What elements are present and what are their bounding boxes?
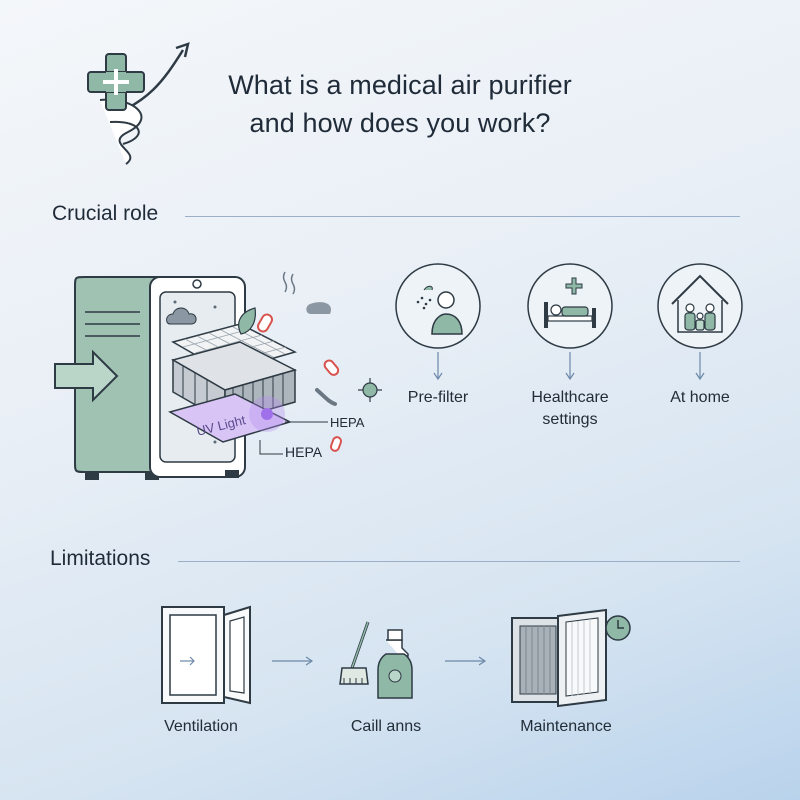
arrow-down-icon [433, 352, 443, 381]
arrow-right-icon [445, 656, 487, 666]
role-label-at-home: At home [670, 389, 730, 406]
open-window-icon [161, 605, 251, 705]
section-divider [185, 216, 740, 217]
medical-logo-icon [87, 42, 190, 165]
arrow-down-icon [565, 352, 575, 381]
arrow-right-icon [272, 656, 314, 666]
limitation-label-ventilation: Ventilation [164, 718, 238, 735]
role-label-healthcare: Healthcare settings [531, 389, 609, 428]
person-breathing-icon [395, 263, 481, 349]
section-title-limitations: Limitations [50, 547, 151, 570]
limitation-label-cleaning: Caill anns [350, 718, 422, 735]
dirty-filter-icon [511, 608, 631, 708]
air-purifier-illustration [54, 271, 382, 480]
section-title-crucial-role: Crucial role [52, 202, 159, 225]
hepa-label-lower: HEPA [285, 444, 323, 460]
arrow-down-icon [695, 352, 705, 381]
role-label-pre-filter: Pre-filter [407, 389, 469, 406]
house-family-icon [657, 263, 743, 349]
title-line-2: and how does you work? [249, 108, 551, 138]
hospital-bed-icon [527, 263, 613, 349]
title-line-1: What is a medical air purifier [228, 70, 572, 100]
limitation-label-maintenance: Maintenance [520, 718, 612, 735]
page-title: What is a medical air purifier and how d… [0, 66, 800, 142]
hepa-label-upper: HEPA [330, 415, 365, 430]
cleaning-supplies-icon [339, 621, 413, 699]
section-divider [178, 561, 740, 562]
